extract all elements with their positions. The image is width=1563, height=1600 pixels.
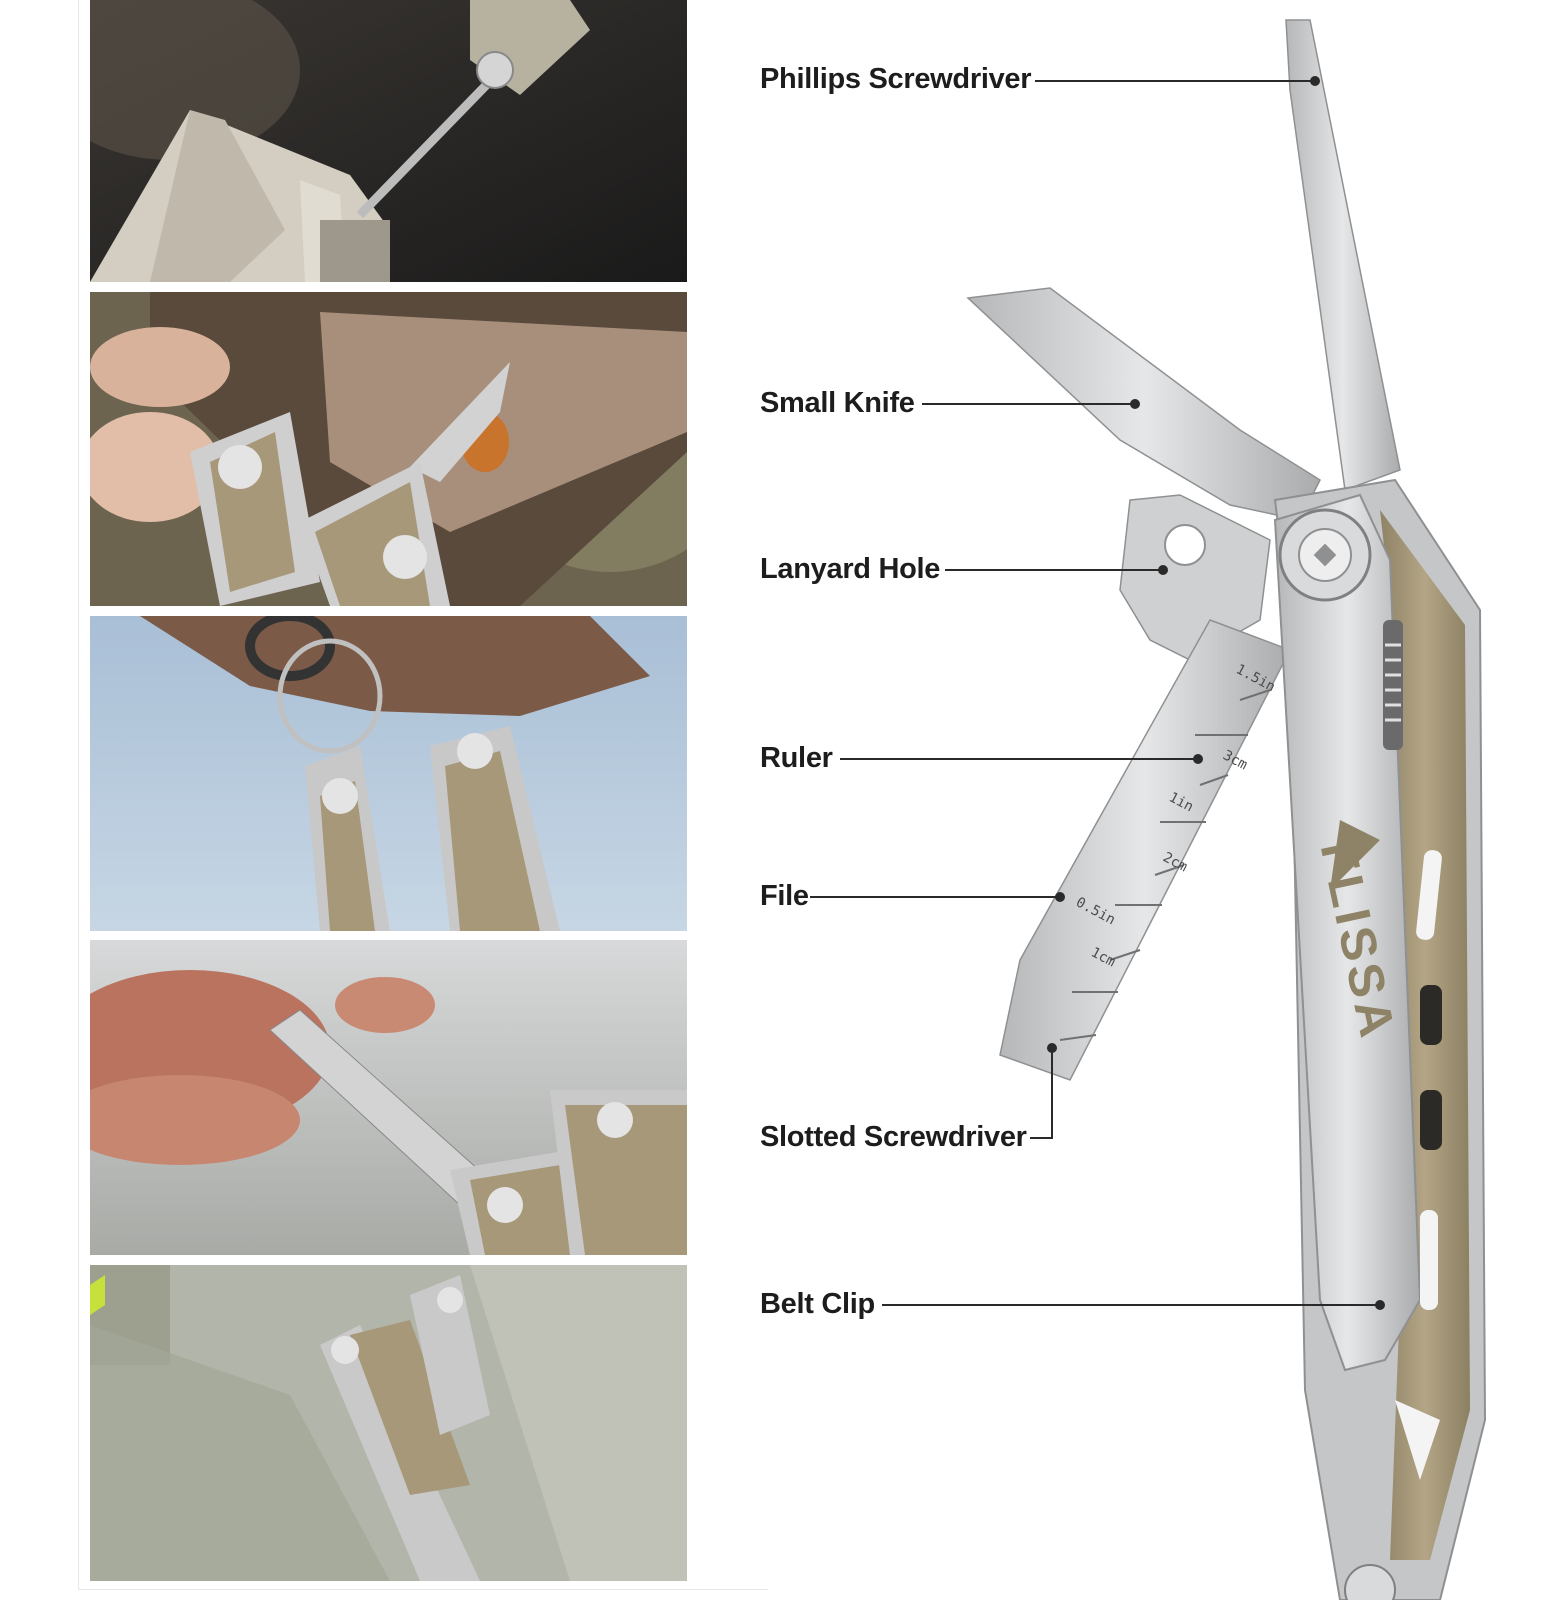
photo-knife-use [90, 292, 687, 606]
photo-lanyard-use [90, 616, 687, 931]
photo-phillips-use [90, 0, 687, 282]
callout-phillips-screwdriver: Phillips Screwdriver [760, 63, 1032, 95]
frame-rule-bottom [78, 1589, 768, 1590]
callout-small-knife: Small Knife [760, 387, 915, 419]
leader-slotted [1030, 1048, 1053, 1139]
callout-file: File [760, 880, 809, 912]
photo-ruler-use [90, 940, 687, 1255]
phillips-screwdriver-arm [1285, 19, 1401, 492]
multitool-diagram: 1.5in 3cm 1in 2cm 0.5in 1cm FLISSA [810, 19, 1487, 1600]
callout-belt-clip: Belt Clip [760, 1288, 875, 1320]
callout-lanyard-hole: Lanyard Hole [760, 553, 941, 585]
photo-belt-clip-use [90, 1265, 687, 1581]
frame-rule-left [78, 0, 79, 1590]
callout-ruler: Ruler [760, 742, 833, 774]
callout-slotted-screwdriver: Slotted Screwdriver [760, 1121, 1027, 1153]
ruler-arm [999, 619, 1292, 1081]
